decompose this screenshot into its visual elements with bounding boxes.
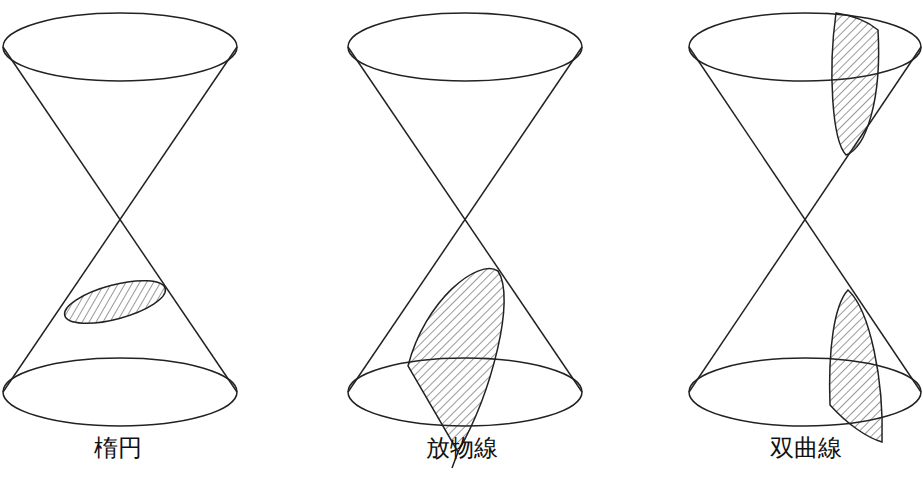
curve-name: 放物線 (426, 434, 498, 462)
ellipse-section (60, 272, 169, 332)
double-cone (689, 13, 921, 426)
double-cone (3, 13, 237, 426)
curve-name: 双曲線 (770, 434, 842, 462)
hyperbola-lower-branch (830, 290, 883, 442)
parabola-section (408, 269, 504, 452)
hyperbola-upper-branch (832, 13, 879, 155)
curve-name: 楕円 (94, 434, 142, 462)
